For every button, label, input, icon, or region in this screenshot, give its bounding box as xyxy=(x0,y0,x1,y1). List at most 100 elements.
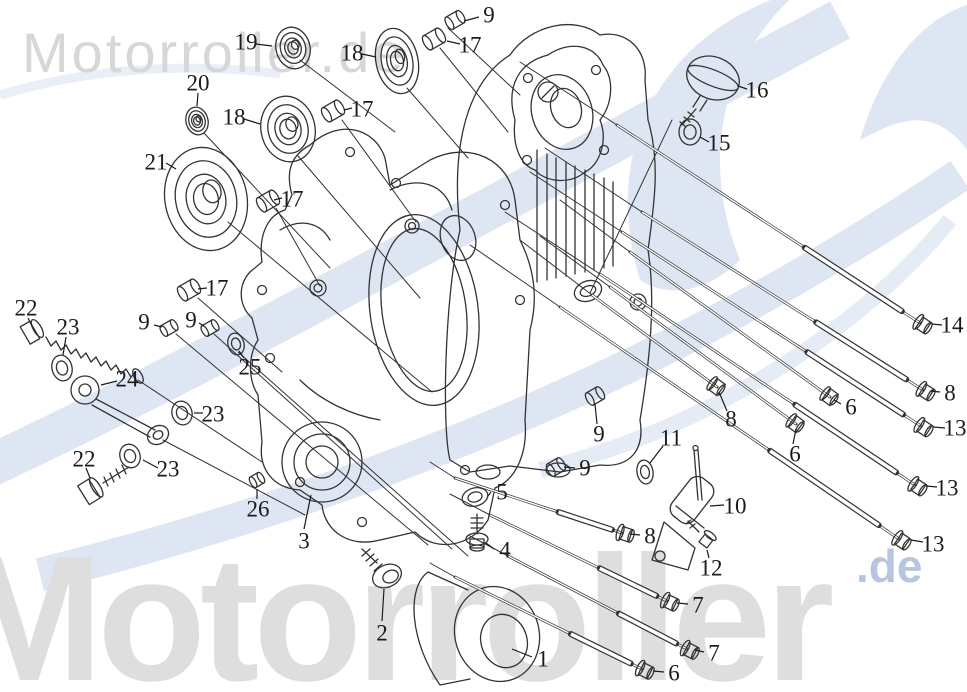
stud-with-nut-part xyxy=(539,235,806,434)
callout-20: 20 xyxy=(187,71,210,107)
callout-8: 8 xyxy=(718,391,737,432)
crankcase-right-half xyxy=(444,23,656,473)
dowel-pin-part xyxy=(584,386,606,406)
callout-21: 21 xyxy=(145,150,177,175)
guide-line xyxy=(275,207,321,287)
part-number-label: 17 xyxy=(206,276,229,301)
dowel-pin-part xyxy=(545,457,567,477)
guide-line xyxy=(406,87,469,159)
callout-9: 9 xyxy=(463,3,495,28)
part-number-label: 12 xyxy=(700,556,723,581)
part-number-label: 6 xyxy=(789,442,801,467)
part-number-label: 9 xyxy=(483,3,495,28)
callout-18: 18 xyxy=(341,41,377,66)
callout-14: 14 xyxy=(931,313,965,338)
dowel-pin-part xyxy=(421,27,447,51)
part-number-label: 7 xyxy=(708,641,720,666)
callout-9: 9 xyxy=(593,403,605,447)
guide-line xyxy=(175,333,429,546)
part-number-label: 23 xyxy=(157,457,180,482)
stud-with-nut-part xyxy=(559,199,840,407)
long-bolt-part xyxy=(544,147,936,402)
bearing-part xyxy=(260,95,316,163)
callout-13: 13 xyxy=(932,416,967,441)
callout-15: 15 xyxy=(699,131,731,156)
part-number-label: 21 xyxy=(145,150,168,175)
guide-line xyxy=(237,351,469,557)
part-number-label: 18 xyxy=(341,41,364,66)
bearing-part xyxy=(374,27,420,95)
part-oil-pump xyxy=(651,444,715,571)
long-bolt-part xyxy=(504,211,928,497)
bolt-head xyxy=(912,313,933,335)
part-number-label: 9 xyxy=(593,422,605,447)
long-bolt-part xyxy=(519,61,933,335)
dowel-pin-part xyxy=(159,318,179,338)
callout-19: 19 xyxy=(235,30,273,55)
part-number-label: 14 xyxy=(941,313,965,338)
watermark-top-text: Motorroller.de xyxy=(22,21,406,84)
part-number-label: 1 xyxy=(537,647,549,672)
washer-part xyxy=(636,459,654,485)
dowel-pin-part xyxy=(248,471,266,489)
bolt-head xyxy=(679,639,700,660)
dowel-pin-part xyxy=(176,278,202,302)
callout-3: 3 xyxy=(298,494,312,554)
guide-line xyxy=(299,59,396,133)
callout-23: 23 xyxy=(194,402,225,427)
callout-17: 17 xyxy=(446,33,482,58)
part-bolt-4 xyxy=(465,513,489,552)
callout-23: 23 xyxy=(142,457,180,482)
part-number-label: 19 xyxy=(235,30,258,55)
crankcase-line-art xyxy=(240,23,656,546)
callout-22: 22 xyxy=(73,447,96,479)
guide-line xyxy=(447,27,521,96)
bearing-part xyxy=(275,26,311,70)
guide-line xyxy=(227,221,433,393)
long-bolt-part xyxy=(469,535,700,660)
part-number-label: 13 xyxy=(944,416,967,441)
washer-part xyxy=(678,118,702,146)
guide-line xyxy=(589,119,673,294)
part-number-label: 4 xyxy=(499,538,511,563)
guide-line xyxy=(297,155,421,299)
part-number-label: 24 xyxy=(116,367,140,392)
part-number-label: 9 xyxy=(185,308,197,333)
washer-part xyxy=(227,332,245,356)
part-number-label: 23 xyxy=(202,402,225,427)
callout-12: 12 xyxy=(700,549,723,581)
part-number-label: 22 xyxy=(73,447,96,472)
part-number-label: 6 xyxy=(668,661,680,686)
part-number-label: 3 xyxy=(298,529,310,554)
long-bolt-part xyxy=(429,461,635,543)
callout-9: 9 xyxy=(138,310,163,335)
bearing-part xyxy=(163,146,249,252)
callout-16: 16 xyxy=(737,78,769,103)
flange-nut xyxy=(706,376,727,397)
callout-1: 1 xyxy=(511,647,549,672)
bolt-head xyxy=(615,523,635,543)
part-number-label: 5 xyxy=(496,480,508,505)
bolt-head xyxy=(913,416,934,438)
bolt-head xyxy=(891,529,912,551)
watermark-bottom-text: Motorroller xyxy=(0,519,832,692)
callout-17: 17 xyxy=(343,97,374,122)
guide-line xyxy=(341,119,417,223)
washer-part xyxy=(51,354,73,382)
part-number-label: 20 xyxy=(187,71,210,96)
callout-11: 11 xyxy=(649,426,682,464)
guide-line xyxy=(213,333,453,550)
part-number-label: 23 xyxy=(57,315,80,340)
flange-nut xyxy=(785,413,806,434)
part-number-label: 8 xyxy=(944,381,956,406)
callout-22: 22 xyxy=(15,296,38,327)
part-number-label: 8 xyxy=(725,407,737,432)
part-number-label: 11 xyxy=(660,426,682,451)
callout-5: 5 xyxy=(487,480,508,505)
guide-line xyxy=(137,379,263,463)
part-bolt-22 xyxy=(77,464,130,506)
part-number-label: 8 xyxy=(644,524,656,549)
long-bolt-part xyxy=(529,171,934,438)
